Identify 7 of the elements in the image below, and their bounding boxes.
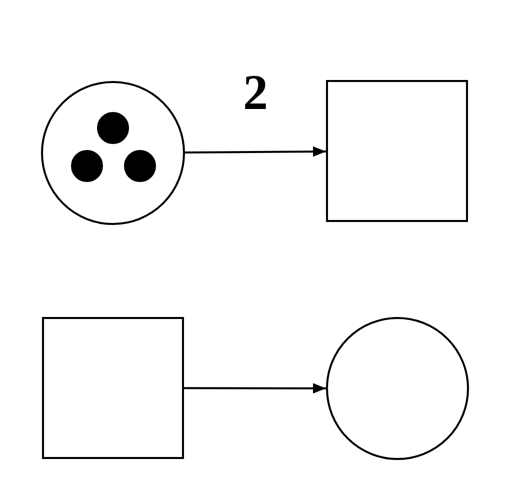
arrow [185,146,326,157]
transition-box [42,317,184,459]
transition-box [326,80,468,222]
token-dot [124,150,156,182]
token-dot [71,150,103,182]
token-dot [97,112,129,144]
arrow [184,383,326,394]
